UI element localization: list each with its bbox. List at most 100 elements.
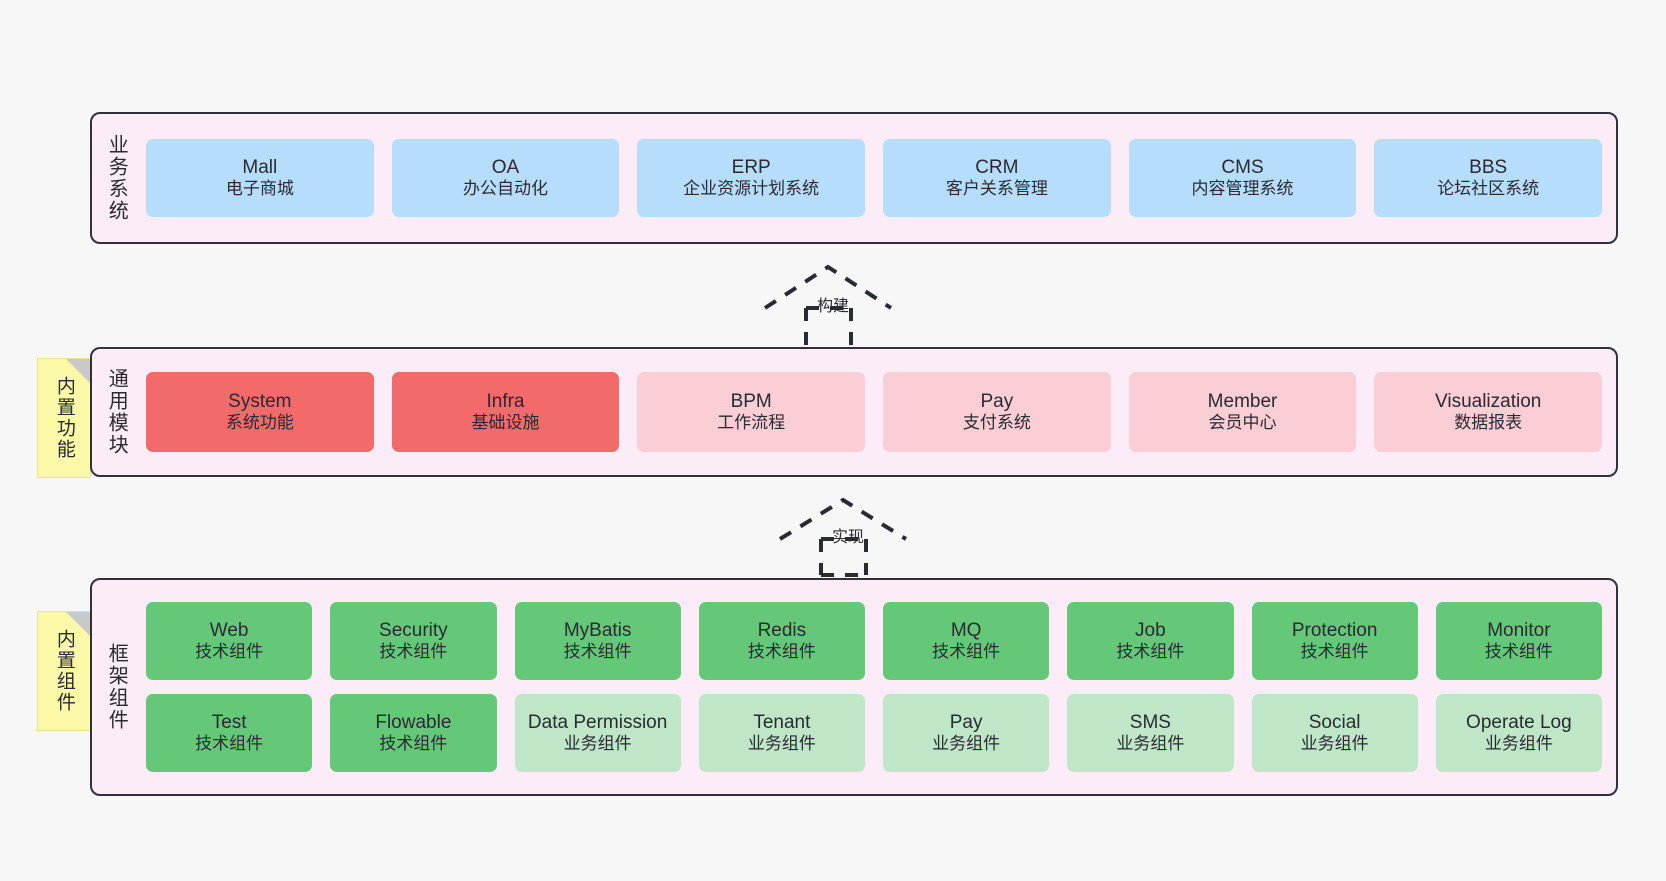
node-label-en: Tenant: [753, 712, 811, 734]
node-label-en: Social: [1308, 712, 1361, 734]
node-label-cn: 业务组件: [1484, 734, 1553, 754]
node-data-permission[interactable]: Data Permission 业务组件: [514, 694, 681, 772]
node-label-en: Test: [211, 712, 247, 734]
node-mybatis[interactable]: MyBatis 技术组件: [514, 602, 681, 680]
node-mall[interactable]: Mall 电子商城: [146, 139, 374, 217]
node-label-en: Mall: [242, 157, 278, 179]
node-operate-log[interactable]: Operate Log 业务组件: [1435, 694, 1602, 772]
node-label-en: Redis: [757, 620, 807, 642]
node-member[interactable]: Member 会员中心: [1128, 372, 1357, 452]
node-label-cn: 办公自动化: [463, 179, 548, 199]
node-label-cn: 技术组件: [195, 734, 264, 754]
node-flowable[interactable]: Flowable 技术组件: [330, 694, 497, 772]
connector-implement: 实现: [775, 495, 955, 577]
note-builtin-component: 内置组件: [37, 611, 91, 731]
node-label-cn: 技术组件: [379, 734, 448, 754]
node-label-cn: 工作流程: [717, 413, 786, 433]
node-label-en: Visualization: [1435, 391, 1542, 413]
node-label-en: Security: [379, 620, 448, 642]
node-label-cn: 技术组件: [1484, 642, 1553, 662]
node-web[interactable]: Web 技术组件: [146, 602, 313, 680]
layer-business-system: 业务系统 Mall 电子商城 OA 办公自动化 ERP 企业资源计划系统 CRM…: [90, 112, 1618, 244]
connector-implement-arrow-icon: [778, 497, 908, 577]
node-protection[interactable]: Protection 技术组件: [1251, 602, 1418, 680]
node-crm[interactable]: CRM 客户关系管理: [883, 139, 1111, 217]
node-label-cn: 技术组件: [932, 642, 1001, 662]
node-label-en: CMS: [1221, 157, 1264, 179]
note-fold-corner-icon: [66, 359, 90, 383]
node-pay-component[interactable]: Pay 业务组件: [883, 694, 1050, 772]
node-label-en: Monitor: [1487, 620, 1551, 642]
node-mq[interactable]: MQ 技术组件: [883, 602, 1050, 680]
node-label-cn: 技术组件: [1116, 642, 1185, 662]
node-label-en: MyBatis: [563, 620, 632, 642]
layer-common-module: 通用模块 System 系统功能 Infra 基础设施 BPM 工作流程 Pay…: [90, 347, 1618, 477]
node-test[interactable]: Test 技术组件: [146, 694, 313, 772]
node-label-en: BBS: [1469, 157, 1508, 179]
node-label-en: BPM: [730, 391, 772, 413]
node-label-cn: 技术组件: [563, 642, 632, 662]
node-label-en: CRM: [975, 157, 1019, 179]
node-label-cn: 业务组件: [747, 734, 816, 754]
layer-row: Web 技术组件 Security 技术组件 MyBatis 技术组件 Redi…: [146, 602, 1602, 680]
layer-row: System 系统功能 Infra 基础设施 BPM 工作流程 Pay 支付系统…: [146, 372, 1603, 452]
node-redis[interactable]: Redis 技术组件: [698, 602, 865, 680]
note-builtin-function: 内置功能: [37, 358, 91, 478]
node-tenant[interactable]: Tenant 业务组件: [698, 694, 865, 772]
node-label-en: Job: [1135, 620, 1166, 642]
node-system[interactable]: System 系统功能: [146, 372, 374, 452]
node-label-cn: 业务组件: [1116, 734, 1185, 754]
node-sms[interactable]: SMS 业务组件: [1067, 694, 1234, 772]
node-label-cn: 客户关系管理: [945, 179, 1048, 199]
layer-body-business-system: Mall 电子商城 OA 办公自动化 ERP 企业资源计划系统 CRM 客户关系…: [140, 114, 1616, 242]
node-label-en: Data Permission: [527, 712, 668, 734]
node-label-en: System: [228, 391, 292, 413]
node-label-cn: 内容管理系统: [1191, 179, 1294, 199]
note-label: 内置组件: [53, 629, 75, 713]
node-label-cn: 技术组件: [195, 642, 264, 662]
node-label-cn: 基础设施: [471, 413, 540, 433]
note-label: 内置功能: [53, 376, 75, 460]
connector-build-arrow-icon: [763, 264, 893, 352]
connector-implement-label: 实现: [832, 529, 865, 546]
node-oa[interactable]: OA 办公自动化: [391, 139, 620, 217]
node-bpm[interactable]: BPM 工作流程: [637, 372, 866, 452]
node-label-cn: 技术组件: [747, 642, 816, 662]
layer-body-common-module: System 系统功能 Infra 基础设施 BPM 工作流程 Pay 支付系统…: [140, 349, 1616, 475]
layer-framework-component: 框架组件 Web 技术组件 Security 技术组件 MyBatis 技术组件…: [90, 578, 1618, 796]
node-label-en: Web: [209, 620, 249, 642]
node-label-en: Pay: [949, 712, 983, 734]
node-label-en: SMS: [1129, 712, 1171, 734]
note-fold-corner-icon: [66, 612, 90, 636]
node-label-en: Operate Log: [1466, 712, 1572, 734]
node-label-cn: 论坛社区系统: [1437, 179, 1540, 199]
node-label-en: OA: [491, 157, 520, 179]
connector-build: 构建: [760, 262, 940, 352]
node-security[interactable]: Security 技术组件: [330, 602, 497, 680]
node-social[interactable]: Social 业务组件: [1251, 694, 1418, 772]
connector-build-label: 构建: [817, 298, 850, 315]
node-visualization[interactable]: Visualization 数据报表: [1374, 372, 1603, 452]
node-label-cn: 电子商城: [225, 179, 294, 199]
layer-title-common-module: 通用模块: [105, 368, 128, 456]
node-job[interactable]: Job 技术组件: [1067, 602, 1234, 680]
node-label-cn: 系统功能: [225, 413, 294, 433]
node-label-cn: 技术组件: [1300, 642, 1369, 662]
node-monitor[interactable]: Monitor 技术组件: [1435, 602, 1602, 680]
layer-row: Test 技术组件 Flowable 技术组件 Data Permission …: [146, 694, 1602, 772]
node-label-en: Pay: [980, 391, 1014, 413]
node-bbs[interactable]: BBS 论坛社区系统: [1374, 139, 1603, 217]
node-label-en: Flowable: [375, 712, 452, 734]
layer-row: Mall 电子商城 OA 办公自动化 ERP 企业资源计划系统 CRM 客户关系…: [146, 139, 1603, 217]
layer-title-framework-component: 框架组件: [105, 643, 128, 731]
node-label-cn: 会员中心: [1208, 413, 1277, 433]
node-label-cn: 支付系统: [962, 413, 1031, 433]
layer-body-framework-component: Web 技术组件 Security 技术组件 MyBatis 技术组件 Redi…: [140, 580, 1616, 794]
node-label-en: MQ: [950, 620, 982, 642]
node-erp[interactable]: ERP 企业资源计划系统: [637, 139, 866, 217]
node-label-cn: 业务组件: [563, 734, 632, 754]
node-cms[interactable]: CMS 内容管理系统: [1128, 139, 1357, 217]
node-infra[interactable]: Infra 基础设施: [391, 372, 620, 452]
node-pay[interactable]: Pay 支付系统: [883, 372, 1111, 452]
